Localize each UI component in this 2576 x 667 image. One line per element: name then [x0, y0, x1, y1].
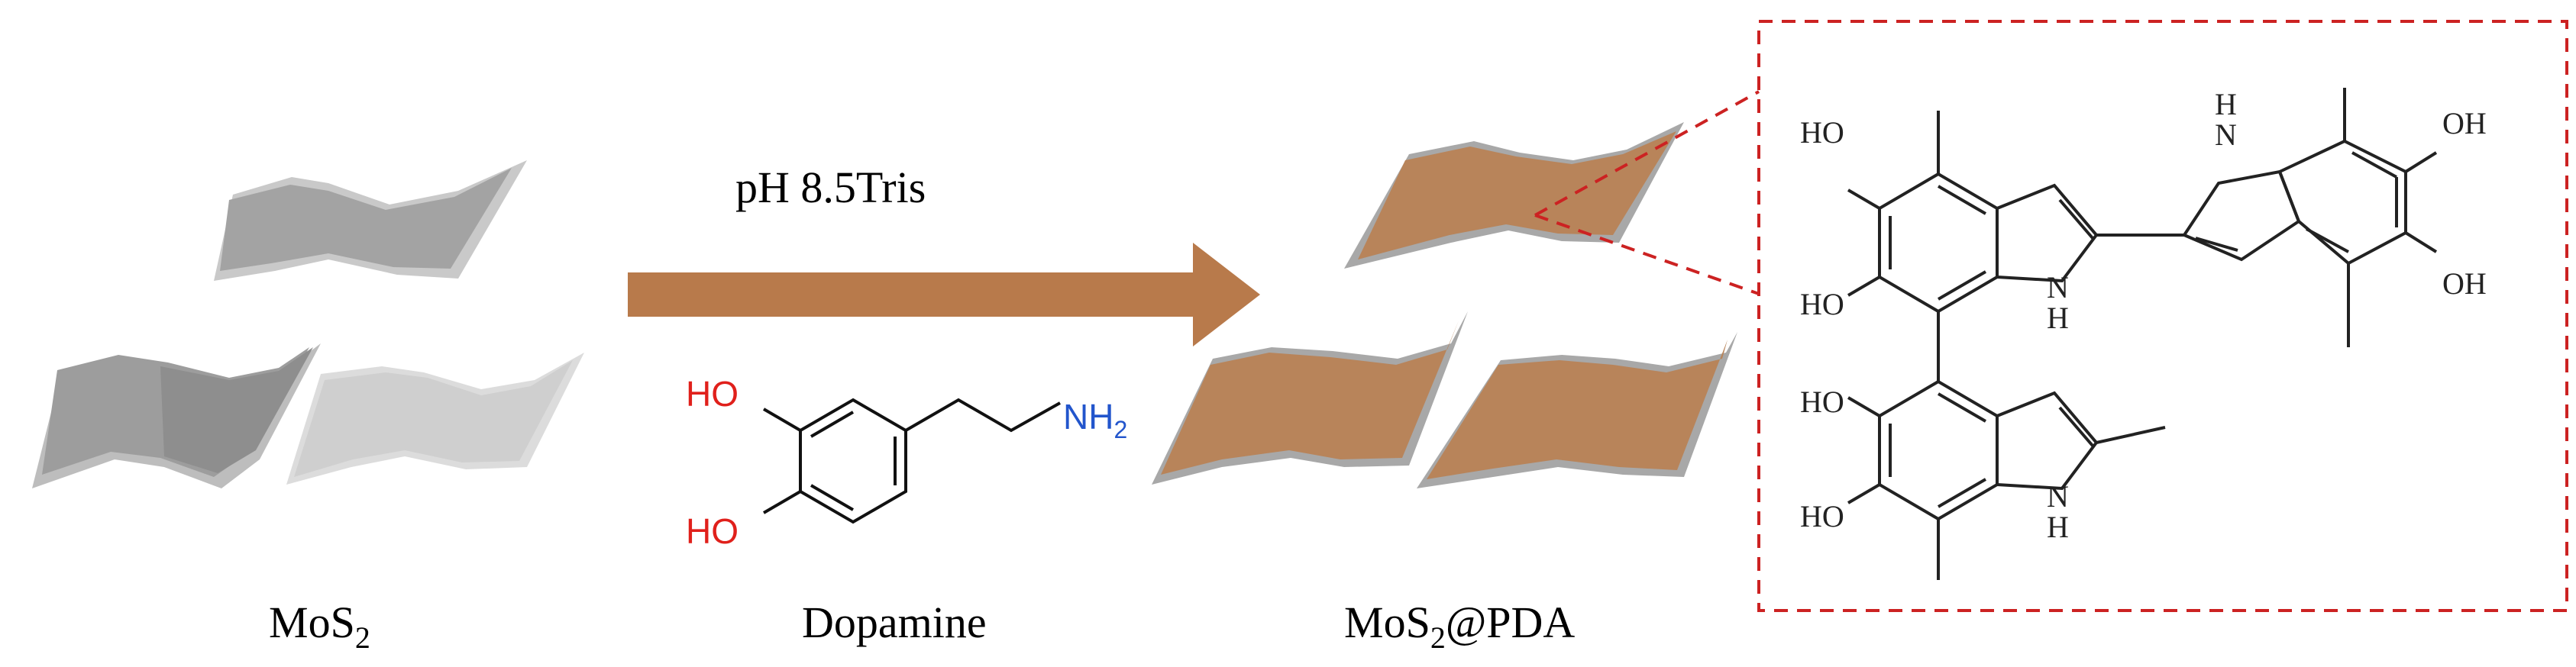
- condition-label: pH 8.5Tris: [735, 163, 926, 212]
- mos2-label: MoS2: [269, 598, 370, 655]
- pda-nh-3-n: N: [2047, 479, 2069, 514]
- pda-oh-1: OH: [2442, 106, 2487, 140]
- pda-ho-3: HO: [1800, 385, 1844, 419]
- pda-nh-2-n: N: [2215, 118, 2237, 152]
- pda-ho-1: HO: [1800, 115, 1844, 150]
- pda-nh-1-h: H: [2047, 301, 2069, 335]
- pda-ho-4: HO: [1800, 499, 1844, 533]
- mos2-sheets: [32, 160, 584, 488]
- zoom-callout: [1534, 90, 1760, 295]
- pda-sheet-right: [1417, 332, 1737, 488]
- pda-nh-3-h: H: [2047, 510, 2069, 544]
- pda-sheet-top: [1344, 122, 1684, 269]
- mos2-sheet-right: [286, 353, 584, 485]
- pda-structure-box: [1757, 20, 2568, 612]
- mos2-sheet-top: [214, 160, 527, 281]
- dopamine-amine: NH2: [1063, 397, 1127, 443]
- mos2-sheet-left: [32, 343, 321, 488]
- pda-nh-1-n: N: [2047, 270, 2069, 304]
- dopamine-ho-top: HO: [686, 374, 739, 414]
- pda-sheets: [1152, 122, 1737, 488]
- pda-sheet-left: [1152, 311, 1468, 485]
- dopamine-structure: [762, 398, 1061, 524]
- dopamine-ho-bottom: HO: [686, 511, 739, 551]
- pda-atom-labels: HO HO HO HO OH OH N H H N N H: [1800, 87, 2487, 544]
- pda-ho-2: HO: [1800, 287, 1844, 321]
- pda-nh-2-h: H: [2215, 87, 2237, 121]
- reaction-arrow: [628, 243, 1260, 346]
- dopamine-label: Dopamine: [802, 598, 987, 647]
- pda-oh-2: OH: [2442, 266, 2487, 301]
- product-label: MoS2@PDA: [1344, 598, 1575, 655]
- pda-structure: [1847, 88, 2438, 580]
